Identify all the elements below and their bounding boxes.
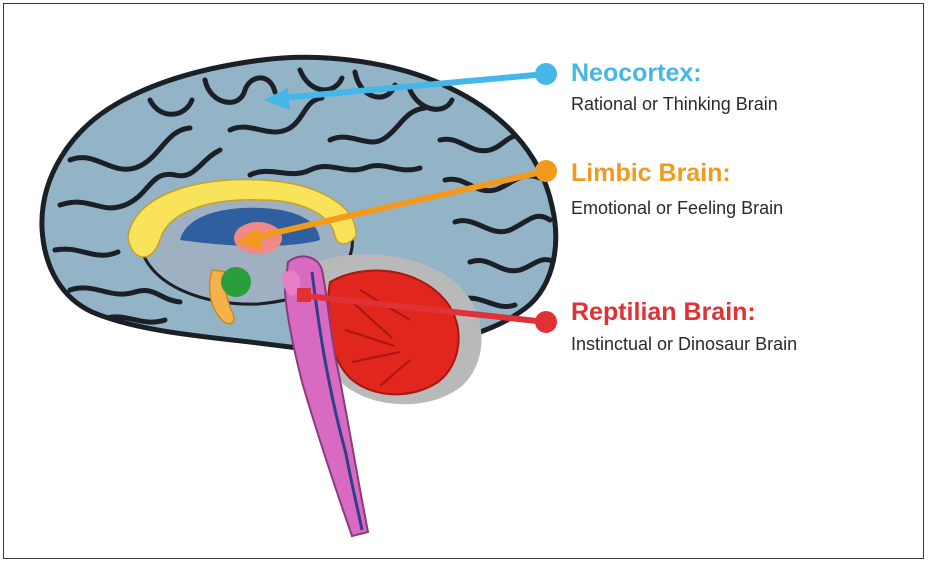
- reptilian-description: Instinctual or Dinosaur Brain: [571, 330, 851, 358]
- limbic-title: Limbic Brain:: [571, 158, 783, 188]
- neocortex-title: Neocortex:: [571, 58, 778, 88]
- limbic-description: Emotional or Feeling Brain: [571, 194, 783, 222]
- neocortex-label: Neocortex: Rational or Thinking Brain: [571, 58, 778, 118]
- limbic-dot: [535, 160, 557, 182]
- reptilian-title: Reptilian Brain:: [571, 297, 851, 327]
- amygdala: [221, 267, 251, 297]
- neocortex-description: Rational or Thinking Brain: [571, 90, 778, 118]
- reptilian-marker: [297, 288, 311, 302]
- limbic-label: Limbic Brain: Emotional or Feeling Brain: [571, 158, 783, 222]
- reptilian-dot: [535, 311, 557, 333]
- neocortex-dot: [535, 63, 557, 85]
- reptilian-label: Reptilian Brain: Instinctual or Dinosaur…: [571, 297, 851, 358]
